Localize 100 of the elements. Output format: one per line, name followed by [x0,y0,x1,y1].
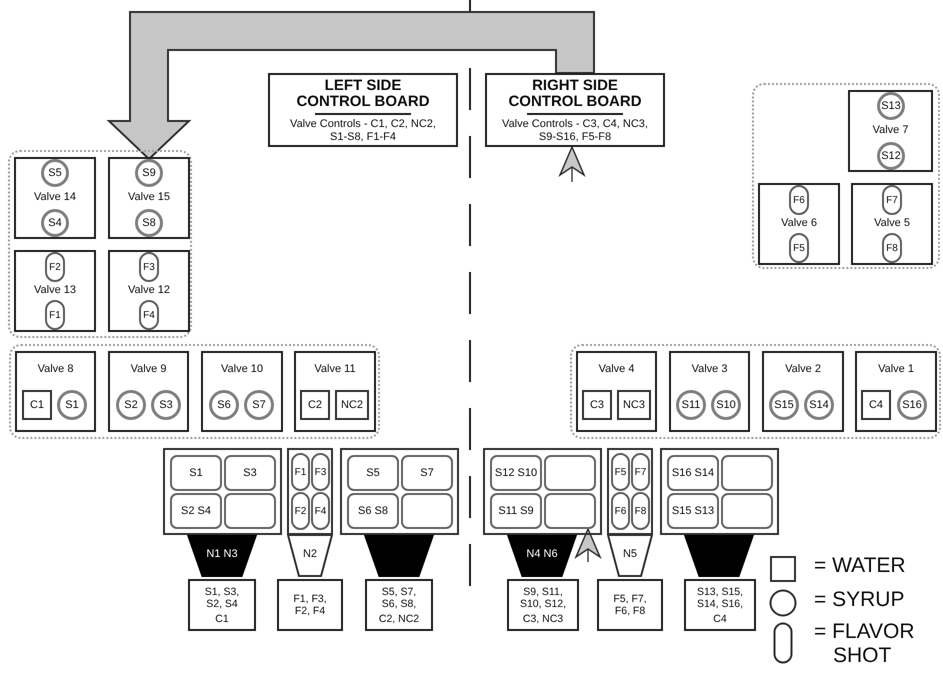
water-port: NC3 [617,390,651,420]
legend-label: = WATER [814,554,906,578]
valve-box [14,250,96,332]
nozzle-block [660,448,779,535]
flavor-port: F2 [45,252,65,282]
nozzle-label: N1 N3 [206,548,238,561]
nozzle-cell: S11 S9 [490,493,542,529]
nozzle-cell: S12 S10 [490,455,542,491]
syrup-port: S5 [41,159,69,187]
syrup-port: S14 [804,390,834,420]
nozzle-label: N2 [302,548,318,561]
nozzle-label: N5 [622,548,638,561]
valve-box [108,157,190,239]
nozzle-info-text: C4 [712,612,728,624]
syrup-port: S16 [897,390,927,420]
valve-group-panel [752,83,940,269]
flavor-port: F6 [789,185,809,215]
flavor-port: F8 [882,233,902,263]
valve-box [108,351,189,432]
flavor-port: F7 [631,453,650,491]
legend-label: = FLAVOR SHOT [814,620,916,668]
legend-label: = SYRUP [814,588,906,612]
nozzle-block [340,448,459,535]
valve-label: Valve 15 [128,191,170,204]
nozzle-cell [544,455,596,491]
valve-box [14,157,96,239]
nozzle-cell [544,493,596,529]
valve-label: Valve 2 [785,363,821,376]
syrup-port: S1 [57,390,87,420]
syrup-port: S13 [877,92,905,120]
nozzle-info-box [365,579,433,631]
board-description: Valve Controls - C3, C4, NC3, S9-S16, F5-F8 [501,118,649,144]
valve-label: Valve 7 [872,124,908,137]
nozzle-info-box [277,579,343,631]
nozzle-info-box [507,579,579,631]
valve-label: Valve 13 [34,284,76,297]
syrup-port: S3 [151,390,181,420]
nozzle-cell [721,455,773,491]
nozzle-info-text: S1, S3, S2, S4 [204,586,240,610]
valve-label: Valve 1 [878,363,914,376]
syrup-port: S7 [244,390,274,420]
flavor-port: F7 [882,185,902,215]
board-description: Valve Controls - C1, C2, NC2, S1-S8, F1-F4 [289,118,437,144]
flavor-port: F4 [311,492,330,530]
valve-box [762,351,844,432]
syrup-port: S4 [41,209,69,237]
control-board [268,73,458,147]
syrup-port: S10 [711,390,741,420]
valve-box [758,183,840,265]
syrup-port: S11 [676,390,706,420]
valve-box [294,351,376,432]
valve-label: Valve 14 [34,191,76,204]
valve-label: Valve 4 [598,363,634,376]
syrup-port: S9 [135,159,163,187]
valve-group-panel [8,150,192,338]
flavor-port: F5 [789,233,809,263]
nozzle-info-text: S9, S11, S10, S12, [518,586,568,610]
board-title: RIGHT SIDE CONTROL BOARD [507,78,643,110]
syrup-port: S12 [877,142,905,170]
valve-label: Valve 11 [314,363,356,376]
flavor-port: F5 [611,453,630,491]
water-port: NC2 [335,390,369,420]
valve-box [15,351,96,432]
nozzle-info-text: F1, F3, F2, F4 [292,593,328,617]
nozzle-cell [224,493,276,529]
flavor-port: F6 [611,492,630,530]
nozzle-info-box [188,579,256,631]
nozzle-info-text: F5, F7, F6, F8 [612,593,648,617]
nozzle-info-text: S13, S15, S14, S16, [696,586,744,610]
flavor-port: F4 [139,300,159,330]
nozzle-info-text: S5, S7, S6, S8, [380,586,418,610]
flavor-nozzle-block [287,448,333,535]
board-title: LEFT SIDE CONTROL BOARD [295,78,431,110]
valve-label: Valve 12 [128,284,170,297]
nozzle-info-box [684,579,756,631]
valve-box [108,250,190,332]
valve-label: Valve 6 [781,217,817,230]
valve-group-panel [9,344,380,439]
valve-box [576,351,657,432]
nozzle-cell [401,493,453,529]
syrup-port: S8 [135,209,163,237]
nozzle-cell: S3 [224,455,276,491]
flavor-port: F3 [139,252,159,282]
valve-box [855,351,937,432]
valve-box [851,183,933,265]
nozzle-label: N4 N6 [526,548,558,561]
water-port: C3 [582,390,612,420]
arrow [558,145,586,182]
valve-box [848,90,933,172]
nozzle-cell: S2 S4 [170,493,222,529]
flavor-port: F1 [45,300,65,330]
nozzle-info-text: C3, NC3 [522,612,564,624]
valve-label: Valve 9 [130,363,166,376]
flavor-port: F3 [311,453,330,491]
nozzle-cell: S7 [401,455,453,491]
nozzle-info-box [597,579,663,631]
syrup-port: S15 [769,390,799,420]
nozzle-info-text: C2, NC2 [378,612,420,624]
flavor-nozzle-block [607,448,653,535]
flavor-port: F1 [291,453,310,491]
